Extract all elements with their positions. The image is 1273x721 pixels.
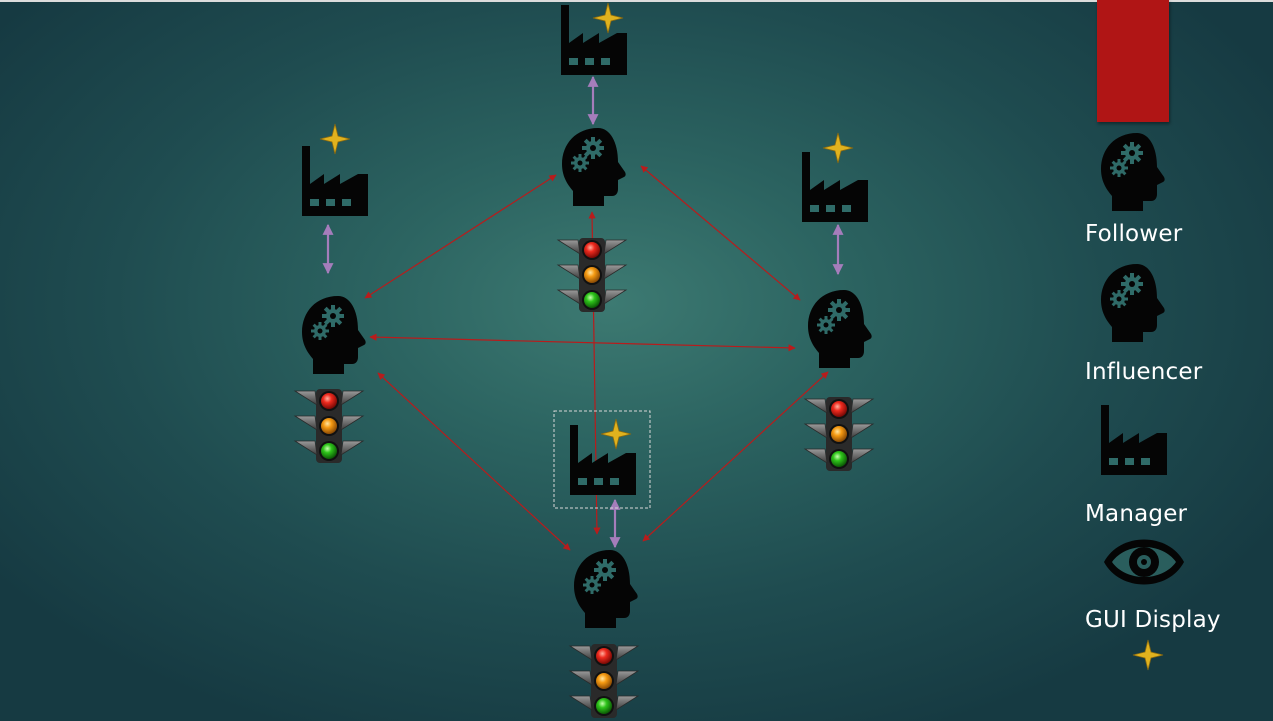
top-border (0, 0, 1273, 2)
link-right-bottom (642, 371, 829, 542)
legend-eye-icon (1104, 539, 1184, 585)
legend-star-icon (1132, 639, 1164, 671)
legend-follower-label: Follower (1085, 221, 1183, 247)
factory-icon (561, 5, 627, 75)
legend-follower-icon (1101, 133, 1165, 211)
star-icon (592, 2, 624, 34)
factory-icon (302, 146, 368, 216)
link-left-right (369, 333, 796, 352)
legend-influencer-label: Influencer (1085, 359, 1203, 385)
link-top-right (640, 165, 801, 301)
head-gears-icon (574, 550, 638, 628)
legend-influencer-icon (1101, 264, 1165, 342)
star-icon (319, 123, 351, 155)
traffic-light-icon (557, 237, 627, 313)
star-icon (822, 132, 854, 164)
selection-box[interactable] (553, 410, 651, 509)
head-gears-icon (562, 128, 626, 206)
link-left-top (364, 174, 557, 299)
head-gears-icon (302, 296, 366, 374)
traffic-light-icon (804, 396, 874, 472)
head-gears-icon (808, 290, 872, 368)
accent-bar (1097, 0, 1169, 122)
star-icon (600, 418, 632, 450)
legend-gui-label: GUI Display (1085, 607, 1221, 633)
factory-icon (802, 152, 868, 222)
traffic-light-icon (569, 643, 639, 719)
legend-manager-icon (1101, 405, 1167, 475)
link-left-bottom (377, 372, 571, 551)
legend-manager-label: Manager (1085, 501, 1188, 527)
traffic-light-icon (294, 388, 364, 464)
